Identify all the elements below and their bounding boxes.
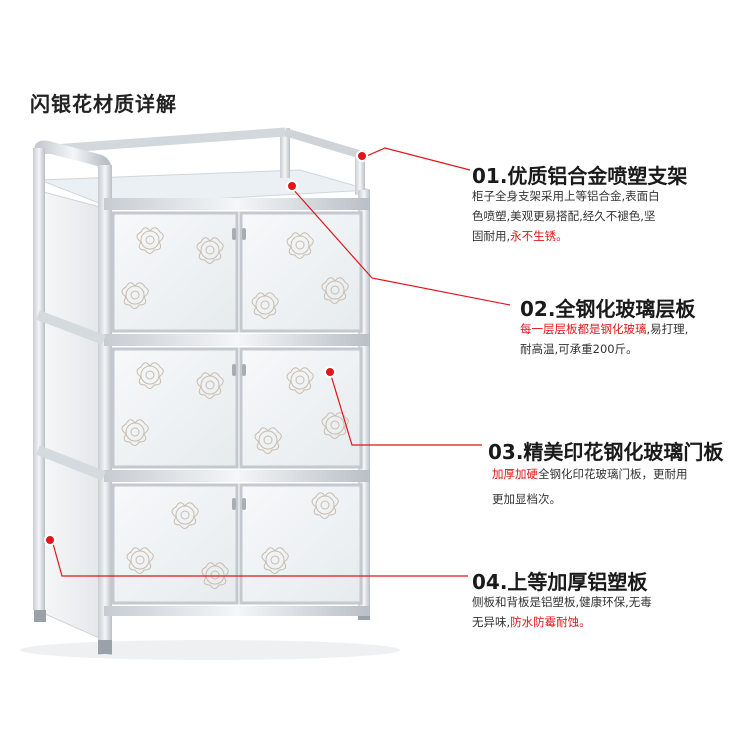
- leader-line-3: [329, 371, 482, 446]
- marker-dot-1: [356, 150, 368, 162]
- desc-line: 柜子全身支架采用上等铝合金,表面白: [472, 186, 660, 206]
- desc-line: 固耐用,永不生锈。: [472, 226, 660, 246]
- marker-dot-2: [286, 180, 298, 192]
- page-title: 闪银花材质详解: [30, 92, 177, 116]
- feature-desc-3: 加厚加硬全钢化印花玻璃门板，更耐用更加显档次。: [492, 462, 688, 512]
- marker-dot-4: [44, 534, 56, 546]
- desc-text: 更加显档次。: [492, 492, 561, 506]
- highlight-text: 防水防霉耐蚀。: [510, 615, 591, 629]
- feature-desc-4: 侧板和背板是铝塑板,健康环保,无毒无异味,防水防霉耐蚀。: [472, 592, 652, 632]
- feature-title-1: 01.优质铝合金喷塑支架: [472, 164, 688, 188]
- desc-line: 每一层层板都是钢化玻璃,易打理,: [520, 319, 688, 339]
- desc-text: 柜子全身支架采用上等铝合金,表面白: [472, 189, 660, 203]
- desc-line: 加厚加硬全钢化印花玻璃门板，更耐用: [492, 462, 688, 487]
- highlight-text: 永不生锈。: [510, 229, 568, 243]
- feature-title-3: 03.精美印花钢化玻璃门板: [488, 440, 724, 464]
- desc-text: 无异味,: [472, 615, 511, 629]
- desc-text: 侧板和背板是铝塑板,健康环保,无毒: [472, 595, 652, 609]
- desc-line: 耐高温,可承重200斤。: [520, 339, 688, 359]
- highlight-text: 每一层层板都是钢化玻璃: [520, 322, 647, 336]
- leader-line-4: [51, 539, 468, 577]
- feature-desc-2: 每一层层板都是钢化玻璃,易打理, 耐高温,可承重200斤。: [520, 319, 688, 359]
- marker-dot-3: [324, 366, 336, 378]
- feature-title-4: 04.上等加厚铝塑板: [472, 570, 648, 594]
- leader-line-2: [291, 187, 511, 306]
- desc-line: 侧板和背板是铝塑板,健康环保,无毒: [472, 592, 652, 612]
- leader-line-1: [361, 147, 471, 171]
- desc-text: ,易打理,: [646, 322, 689, 336]
- desc-text: 耐高温,可承重200斤。: [520, 342, 638, 356]
- desc-text: 全钢化印花玻璃门板，更耐用: [538, 467, 688, 481]
- feature-desc-1: 柜子全身支架采用上等铝合金,表面白色喷塑,美观更易搭配,经久不褪色,坚固耐用,永…: [472, 186, 660, 246]
- desc-line: 更加显档次。: [492, 487, 688, 512]
- desc-text: 色喷塑,美观更易搭配,经久不褪色,坚: [472, 209, 656, 223]
- desc-line: 色喷塑,美观更易搭配,经久不褪色,坚: [472, 206, 660, 226]
- feature-title-2: 02.全钢化玻璃层板: [520, 297, 696, 321]
- desc-text: 固耐用,: [472, 229, 511, 243]
- desc-line: 无异味,防水防霉耐蚀。: [472, 612, 652, 632]
- highlight-text: 加厚加硬: [492, 467, 538, 481]
